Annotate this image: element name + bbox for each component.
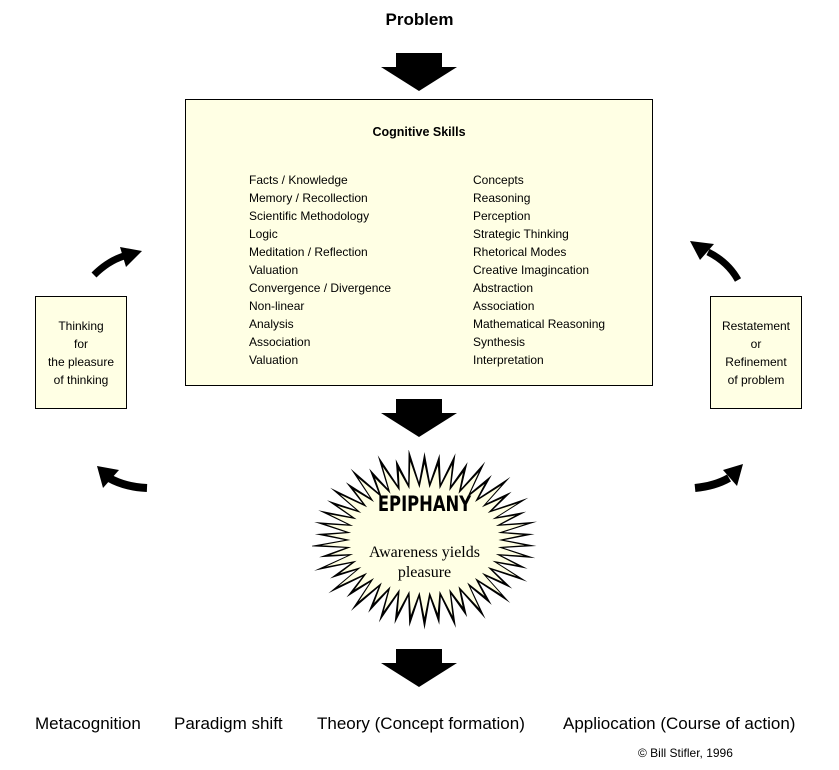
side-right-line: Restatement bbox=[721, 318, 791, 333]
epiphany-subtitle: Awareness yields pleasure bbox=[312, 543, 537, 583]
skills-right-column: Concepts Reasoning Perception Strategic … bbox=[473, 171, 605, 369]
epiphany-title: EPIPHANY bbox=[377, 492, 472, 516]
side-box-thinking-pleasure: Thinking for the pleasure of thinking bbox=[35, 296, 127, 409]
skill-item: Perception bbox=[473, 209, 531, 223]
copyright: © Bill Stifler, 1996 bbox=[638, 746, 733, 760]
skill-item: Synthesis bbox=[473, 335, 526, 349]
starburst-icon bbox=[312, 450, 537, 630]
epiphany-subtitle-line: Awareness yields bbox=[369, 544, 480, 561]
side-left-line: of thinking bbox=[53, 372, 109, 387]
skill-item: Valuation bbox=[249, 353, 299, 367]
curved-arrow-icon bbox=[694, 464, 743, 492]
side-right-line: of problem bbox=[727, 372, 785, 387]
skill-item: Creative Imagincation bbox=[473, 263, 590, 277]
skills-left-column: Facts / Knowledge Memory / Recollection … bbox=[249, 171, 391, 369]
side-box-restatement: Restatement or Refinement of problem bbox=[710, 296, 802, 409]
skill-item: Rhetorical Modes bbox=[473, 245, 567, 259]
side-right-line: or bbox=[750, 336, 762, 351]
cognitive-skills-title: Cognitive Skills bbox=[372, 125, 466, 139]
skill-item: Concepts bbox=[473, 173, 524, 187]
epiphany-subtitle-line: pleasure bbox=[397, 564, 452, 581]
curved-arrow-icon bbox=[91, 247, 142, 278]
outcome-application: Appliocation (Course of action) bbox=[563, 714, 796, 733]
skill-item: Convergence / Divergence bbox=[249, 281, 392, 295]
side-right-line: Refinement bbox=[725, 354, 787, 369]
skill-item: Non-linear bbox=[249, 299, 305, 313]
skill-item: Memory / Recollection bbox=[249, 191, 368, 205]
skill-item: Association bbox=[473, 299, 535, 313]
down-arrow-icon bbox=[381, 53, 457, 91]
down-arrow-icon bbox=[381, 399, 457, 437]
outcome-paradigm-shift: Paradigm shift bbox=[174, 714, 283, 733]
side-left-line: the pleasure bbox=[47, 354, 115, 369]
skill-item: Meditation / Reflection bbox=[249, 245, 368, 259]
problem-title: Problem bbox=[385, 10, 454, 29]
side-left-line: Thinking bbox=[58, 318, 104, 333]
skill-item: Scientific Methodology bbox=[249, 209, 370, 223]
curved-arrow-icon bbox=[97, 466, 148, 492]
skill-item: Mathematical Reasoning bbox=[473, 317, 606, 331]
side-left-line: for bbox=[73, 336, 88, 351]
down-arrow-icon bbox=[381, 649, 457, 687]
skill-item: Valuation bbox=[249, 263, 299, 277]
curved-arrow-icon bbox=[690, 241, 742, 282]
skill-item: Analysis bbox=[249, 317, 294, 331]
outcome-metacognition: Metacognition bbox=[35, 714, 141, 733]
skill-item: Facts / Knowledge bbox=[249, 173, 348, 187]
cognitive-skills-box: Cognitive Skills Facts / Knowledge Memor… bbox=[185, 99, 653, 386]
skill-item: Association bbox=[249, 335, 311, 349]
skill-item: Interpretation bbox=[473, 353, 544, 367]
skill-item: Logic bbox=[249, 227, 278, 241]
outcome-theory: Theory (Concept formation) bbox=[317, 714, 525, 733]
skill-item: Abstraction bbox=[473, 281, 534, 295]
skill-item: Reasoning bbox=[473, 191, 531, 205]
skill-item: Strategic Thinking bbox=[473, 227, 569, 241]
